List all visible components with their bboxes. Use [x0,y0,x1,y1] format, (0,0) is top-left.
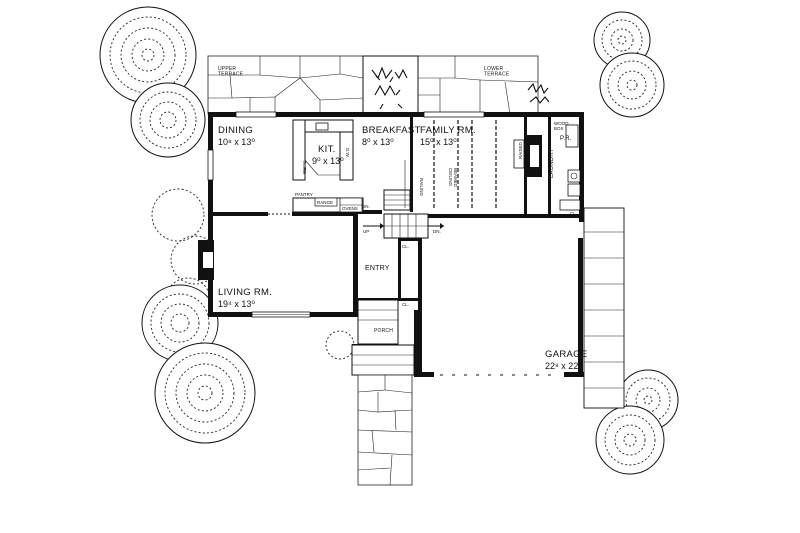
powder-room-label: P.R. [560,136,572,142]
pantry-label: PANTRY [295,192,313,197]
beamed-ceiling [433,120,497,210]
fireplace-living [198,240,214,280]
breakfast-dims: 8⁰ x 13⁰ [362,137,394,147]
stairs [363,160,444,239]
dishwasher-label: D.W. [345,148,350,158]
upper-terrace-paving [207,55,364,115]
closet-label-3: CL. [530,171,537,176]
kitchen-label: KIT. [318,144,336,155]
range-label: RANGE [317,200,333,205]
laundry-fixtures [559,124,581,211]
dining-dims: 10⁸ x 13⁰ [218,137,255,147]
interior-walls [208,117,551,301]
garage-label: GARAGE [545,349,587,360]
stairs-down-label: DN. [362,204,370,209]
planter-center [362,55,419,115]
laundry-label: LAUNDRY [549,148,555,178]
kitchen-counters [292,119,364,213]
stairs-down-label-2: DN. [433,229,441,234]
kitchen-dims: 9⁰ x 13⁰ [312,156,344,166]
stairs-up-label: UP [363,229,369,234]
tree-bottom-right-2 [595,405,665,475]
refrigerator-label: REF'G [302,160,307,174]
living-room-label: LIVING RM. [218,287,272,298]
railing-label: RAILING [419,178,424,197]
closet-label-4: CL. [570,211,577,216]
closet-label-1: CL. [402,244,409,249]
family-room-dims: 15⁰ x 13⁰ [420,137,457,147]
garage-side-paving [583,207,625,409]
tree-bottom-left-2 [154,342,256,444]
windows [207,111,485,318]
lower-terrace-paving [417,55,539,115]
tree-left-upper [130,82,206,158]
shrub-terrace-right [527,82,550,104]
living-room-dims: 19⁴ x 13⁰ [218,299,255,309]
ovens-label: OVENS [342,206,358,211]
family-fireplace [513,135,542,177]
porch-steps [351,299,415,376]
porch-label: PORCH [374,328,393,334]
breakfast-label: BREAKFAST [362,125,421,136]
entry-label: ENTRY [365,265,390,272]
garage-dims: 22⁸ x 22⁰ [545,361,582,371]
closet-label-2: CL. [402,302,409,307]
family-room-label: FAMILY RM. [420,125,476,136]
tree-top-right-2 [599,52,665,118]
dining-label: DINING [218,125,253,136]
front-walk [357,374,413,486]
tree-top-left [99,6,197,104]
beamed-ceiling-label: BEAMEDCEILING [448,168,458,188]
raised-hearth-label: RAISEDHEARTH [518,141,528,159]
